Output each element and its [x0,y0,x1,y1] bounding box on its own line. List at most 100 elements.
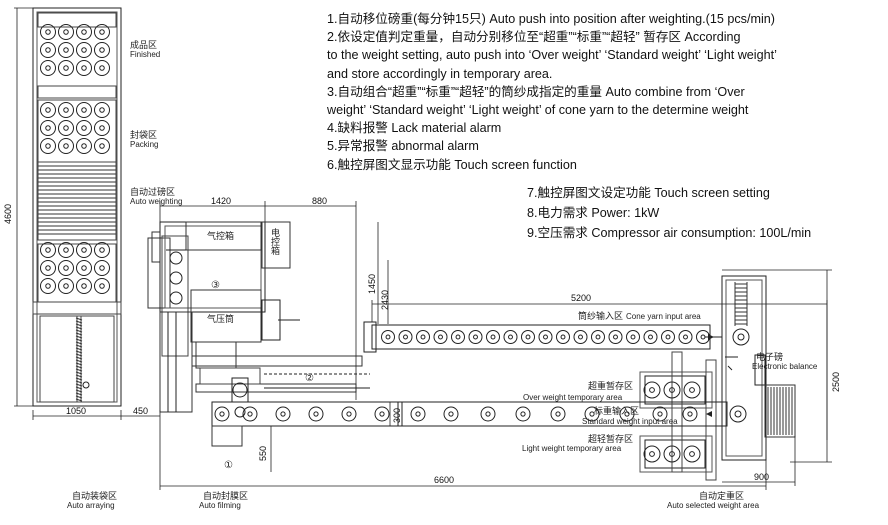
cone-mark [557,331,570,344]
cone-core [486,412,490,416]
dim-1450: 1450 [367,274,377,295]
cone-mark [77,243,92,258]
cone-core [64,108,69,113]
cone-mark [644,331,657,344]
weighing-label-en: Auto weighting [130,197,183,206]
cone-mark [95,261,110,276]
cone-core [248,412,252,416]
cone-core [82,48,87,53]
cone-core [596,335,600,339]
cone-core [46,66,51,71]
dim-4600: 4600 [3,204,13,225]
cone-core [46,284,51,289]
cone-core [100,284,105,289]
cone-mark [215,407,229,421]
feature-line: and store accordingly in temporary area. [327,66,553,81]
screw-thread [76,336,82,338]
dim-550: 550 [258,446,268,462]
cone-core [701,335,705,339]
screw-thread [76,390,82,392]
cone-core [82,30,87,35]
selected-weight-label-cn: 自动定重区 [699,491,745,501]
cone-core [281,412,285,416]
cone-core [404,335,408,339]
screw-thread [76,357,82,359]
cone-mark [684,382,700,398]
screw-thread [76,384,82,386]
cone-core [590,412,594,416]
screw-thread [76,321,82,323]
cone-core [100,126,105,131]
marker-2: ② [305,373,314,384]
cone-core [556,412,560,416]
cone-core [100,30,105,35]
feature-line: weight’ ‘Standard weight’ ‘Light weight’… [327,103,749,117]
feature-line: 3.自动组合“超重”“标重”“超轻”的筒纱成指定的重量 Auto combine… [327,84,745,99]
cone-core [421,335,425,339]
cone-mark [516,407,530,421]
cone-core [456,335,460,339]
cone-core [386,335,390,339]
dim-6600: 6600 [434,475,455,485]
cone-core [690,388,695,393]
cone-mark [95,103,110,118]
dim-450: 450 [133,406,149,416]
cone-core [46,248,51,253]
dim-880: 880 [312,196,328,206]
screw-thread [76,345,82,347]
cone-core [100,48,105,53]
cone-mark [539,331,552,344]
cone-mark [551,407,565,421]
screw-thread [76,375,82,377]
dim-300: 300 [392,408,402,424]
cone-mark [609,331,622,344]
cone-core [509,335,513,339]
cone-mark [77,139,92,154]
cone-mark [399,331,412,344]
cone-mark [487,331,500,344]
cone-core [614,335,618,339]
cone-core [46,266,51,271]
finished-label-en: Finished [130,50,161,59]
screw-thread [76,399,82,401]
feature-line: to the weight setting, auto push into ‘O… [327,48,777,63]
cone-mark [664,446,680,462]
cone-mark [382,331,395,344]
light-weight-label-cn: 超轻暂存区 [588,434,634,444]
cone-core [625,412,629,416]
screw-thread [76,354,82,356]
screw-thread [76,318,82,320]
cone-core [670,388,675,393]
screw-thread [76,360,82,362]
dim-2430: 2430 [380,290,390,311]
cone-core [579,335,583,339]
cone-mark [77,279,92,294]
cone-mark [684,446,700,462]
cone-mark [417,331,430,344]
cone-mark [627,331,640,344]
cone-core [100,108,105,113]
control-cabinet [148,222,370,417]
cone-core [64,30,69,35]
cone-mark [77,261,92,276]
cone-core [650,388,655,393]
cone-core [544,335,548,339]
cone-mark [41,243,56,258]
cone-input-label-cn: 筒纱输入区 [578,311,624,321]
feature-line: 2.依设定值判定重量，自动分别移位至“超重”“标重”“超轻” 暂存区 Accor… [327,30,741,45]
cone-core [649,335,653,339]
packing-label-cn: 封袋区 [130,130,158,140]
cone-mark [411,407,425,421]
cone-mark [620,407,634,421]
cone-core [64,126,69,131]
selected-weight-label-en: Auto selected weight area [667,501,760,510]
cone-core [64,266,69,271]
cone-core [688,412,692,416]
cone-mark [452,331,465,344]
cone-mark [504,331,517,344]
feature-line: 5.异常报警 abnormal alarm [327,139,479,154]
cone-core [684,335,688,339]
feature-line: 8.电力需求 Power: 1kW [527,206,660,220]
screw-thread [76,351,82,353]
